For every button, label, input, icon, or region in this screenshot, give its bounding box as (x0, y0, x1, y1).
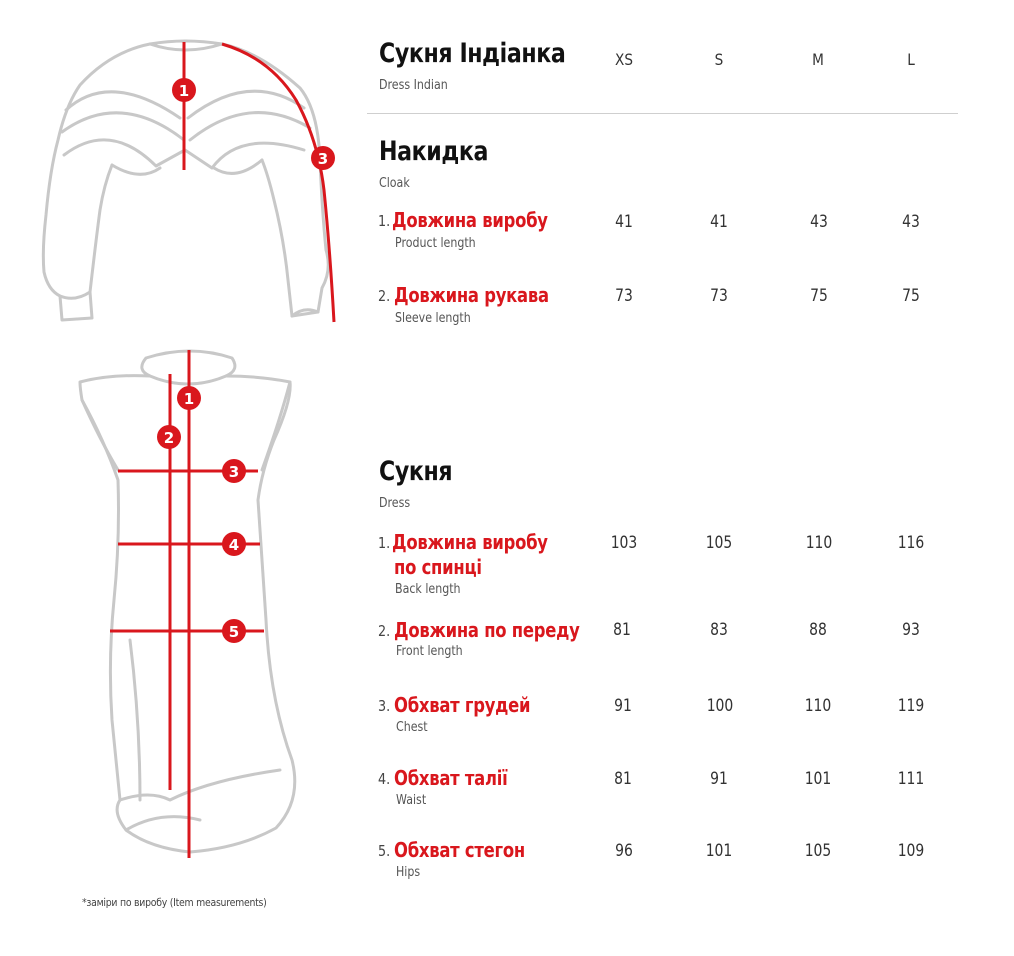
value-xs: 96 (615, 841, 633, 861)
row-label: Обхват талії (394, 766, 508, 790)
page-subtitle: Dress Indian (379, 78, 448, 93)
svg-text:2: 2 (164, 429, 174, 447)
value-s: 91 (710, 769, 728, 789)
dress-drawing (78, 349, 297, 854)
value-l: 109 (897, 841, 925, 861)
row-sublabel: Chest (396, 720, 428, 735)
size-header-xs: XS (615, 50, 633, 69)
row-sublabel: Back length (395, 582, 461, 597)
size-header-s: S (714, 50, 724, 69)
row-label: Довжина рукава (394, 283, 549, 307)
marker-cloak-1: 1 (172, 78, 196, 102)
value-l: 111 (897, 769, 925, 789)
marker-dress-2: 2 (157, 425, 181, 449)
value-m: 88 (809, 620, 827, 640)
size-header-m: M (812, 50, 824, 69)
value-s: 100 (706, 696, 734, 716)
row-sublabel: Front length (396, 644, 463, 659)
value-l: 93 (902, 620, 920, 640)
value-m: 105 (804, 841, 832, 861)
row-number: 4. (378, 770, 391, 788)
row-sublabel: Sleeve length (395, 311, 471, 326)
value-m: 110 (804, 696, 832, 716)
value-xs: 91 (614, 696, 632, 716)
value-s: 83 (710, 620, 728, 640)
size-header-l: L (907, 50, 915, 69)
svg-text:1: 1 (179, 82, 189, 100)
value-s: 105 (705, 533, 733, 553)
header-divider (367, 113, 958, 114)
row-number: 3. (378, 697, 391, 715)
value-l: 116 (897, 533, 925, 553)
row-number: 2. (378, 622, 391, 640)
value-s: 101 (705, 841, 733, 861)
value-m: 43 (810, 212, 828, 232)
marker-dress-1: 1 (177, 386, 201, 410)
value-s: 41 (710, 212, 728, 232)
dress-section-title: Сукня (379, 456, 453, 487)
garment-illustrations: 1 3 1 2 3 4 5 (41, 39, 336, 858)
value-m: 75 (810, 286, 828, 306)
row-label: Обхват стегон (394, 838, 525, 862)
row-number: 5. (378, 842, 391, 860)
value-l: 43 (902, 212, 920, 232)
svg-text:3: 3 (318, 150, 328, 168)
row-label-line2: по спинці (394, 555, 482, 579)
row-label: Довжина виробу (392, 530, 548, 554)
value-l: 119 (897, 696, 925, 716)
marker-dress-5: 5 (222, 619, 246, 643)
cloak-section-title: Накидка (379, 136, 488, 167)
svg-text:5: 5 (229, 623, 239, 641)
row-number: 2. (378, 287, 391, 305)
value-xs: 81 (614, 769, 632, 789)
value-xs: 73 (615, 286, 633, 306)
value-xs: 103 (610, 533, 638, 553)
value-m: 110 (805, 533, 833, 553)
row-sublabel: Product length (395, 236, 476, 251)
page-title: Сукня Індіанка (379, 38, 566, 69)
dress-section-subtitle: Dress (379, 496, 411, 511)
marker-dress-3: 3 (222, 459, 246, 483)
value-s: 73 (710, 286, 728, 306)
row-sublabel: Waist (396, 793, 427, 808)
dress-measure-lines (110, 350, 264, 858)
row-label: Довжина по переду (394, 618, 580, 642)
svg-text:4: 4 (229, 536, 239, 554)
value-xs: 41 (615, 212, 633, 232)
value-xs: 81 (613, 620, 631, 640)
svg-text:1: 1 (184, 390, 194, 408)
row-number: 1. (378, 534, 391, 552)
footnote: *заміри по виробу (Item measurements) (82, 896, 267, 909)
cloak-measure-lines (182, 42, 336, 323)
marker-dress-4: 4 (222, 532, 246, 556)
row-label: Обхват грудей (394, 693, 531, 717)
marker-cloak-3: 3 (311, 146, 335, 170)
value-l: 75 (902, 286, 920, 306)
row-sublabel: Hips (396, 865, 421, 880)
row-label: Довжина виробу (392, 208, 548, 232)
svg-text:3: 3 (229, 463, 239, 481)
value-m: 101 (804, 769, 832, 789)
cloak-section-subtitle: Cloak (379, 176, 410, 191)
row-number: 1. (378, 212, 391, 230)
